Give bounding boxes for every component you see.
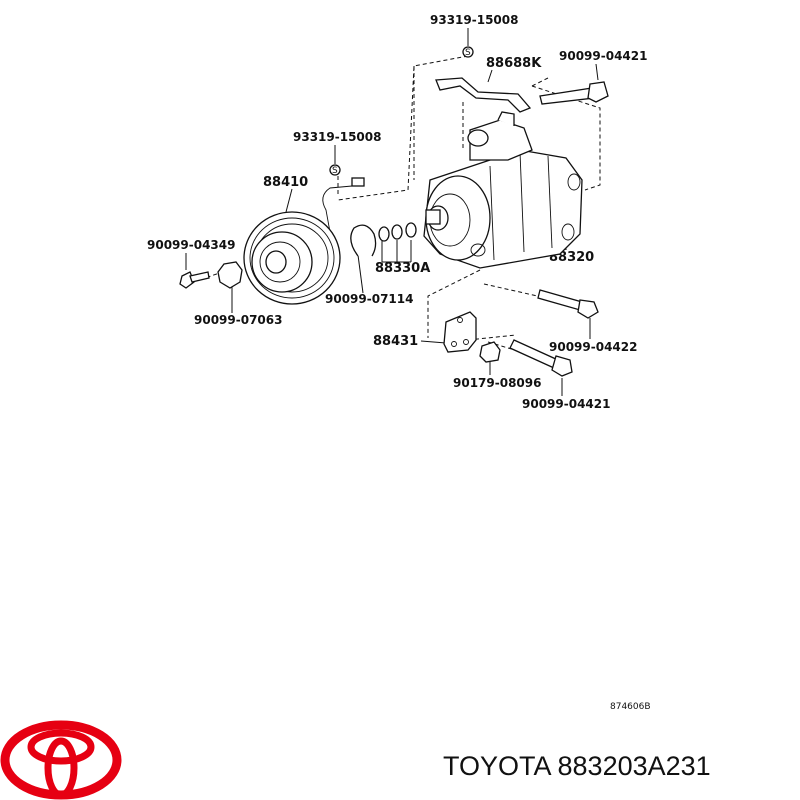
toyota-logo-icon <box>0 720 122 800</box>
magnetic-clutch-88410 <box>243 211 341 305</box>
bracket-hole <box>457 317 463 323</box>
label-90099-04421-top: 90099-04421 <box>559 49 647 63</box>
compressor-88320 <box>423 111 583 269</box>
bolt-90099-04422 <box>537 289 599 319</box>
wire-connector <box>351 177 365 187</box>
bolt-90099-04421-top <box>539 81 609 105</box>
label-93319-15008-top: 93319-15008 <box>430 13 518 27</box>
shim-90099-07063 <box>217 261 243 289</box>
drawing-code: 874606B <box>610 702 651 712</box>
bracket-hole <box>451 341 457 347</box>
washer-symbol-top: S <box>462 46 474 58</box>
label-90099-04422: 90099-04422 <box>549 340 637 354</box>
label-90099-04349: 90099-04349 <box>147 238 235 252</box>
bracket-88688k <box>435 77 532 113</box>
label-93319-15008-mid: 93319-15008 <box>293 130 381 144</box>
clutch-wire <box>322 181 361 233</box>
label-90099-07114: 90099-07114 <box>325 292 413 306</box>
bracket-hole <box>463 339 469 345</box>
shims-88330a <box>378 222 417 242</box>
bolt-90099-04421-bottom <box>509 339 573 377</box>
label-88688k: 88688K <box>486 56 542 71</box>
svg-text:S: S <box>332 166 338 176</box>
bracket-88431 <box>443 311 477 353</box>
part-number-caption: TOYOTA 883203A231 <box>443 751 711 781</box>
label-88431: 88431 <box>373 334 418 349</box>
bolt-90099-04349 <box>179 271 210 289</box>
svg-text:S: S <box>465 48 471 58</box>
collar-90179-08096 <box>479 341 501 363</box>
label-88330a: 88330A <box>375 261 430 276</box>
label-88410: 88410 <box>263 175 308 190</box>
label-90099-04421-bot: 90099-04421 <box>522 397 610 411</box>
label-90099-07063: 90099-07063 <box>194 313 282 327</box>
label-90179-08096: 90179-08096 <box>453 376 541 390</box>
washer-symbol-mid: S <box>329 164 341 176</box>
snap-ring-90099-07114 <box>350 224 377 257</box>
